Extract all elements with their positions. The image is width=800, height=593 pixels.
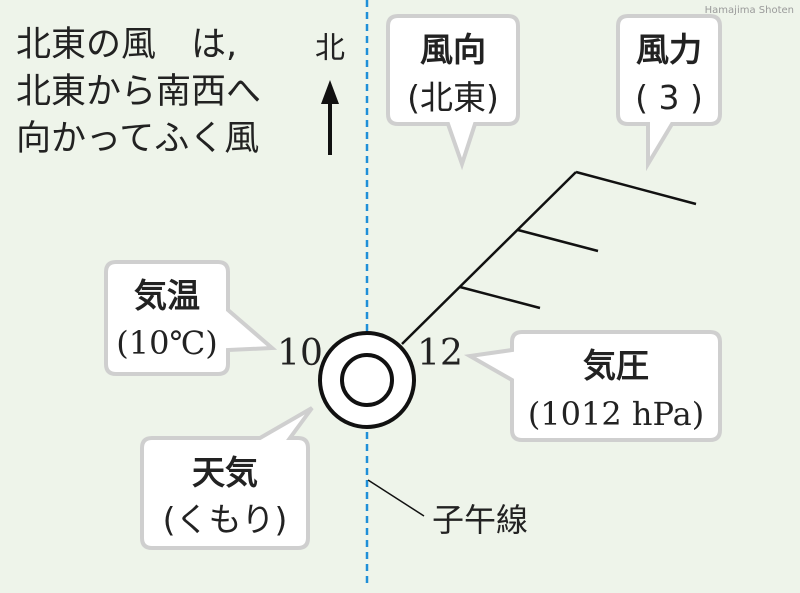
weather-title: 天気: [192, 453, 258, 492]
callout-wind-force: 風力 ( 3 ): [616, 14, 722, 172]
weather-station-symbol: [318, 331, 416, 429]
wind-direction-title: 風向: [420, 30, 486, 69]
callout-bubble: [140, 406, 314, 550]
callout-wind-direction: 風向 (北東): [386, 14, 520, 171]
callout-bubble: [104, 260, 278, 376]
north-label: 北: [315, 31, 345, 66]
cloudy-weather-icon: [340, 353, 394, 407]
wind-feather-1: [575, 170, 697, 206]
wind-shaft: [401, 171, 577, 345]
wind-force-value: ( 3 ): [635, 78, 703, 117]
note-line-2: 北東から南西へ: [16, 72, 261, 112]
wind-barb: [401, 170, 697, 345]
meridian-label: 子午線: [432, 501, 528, 539]
callout-pressure: 気圧 (1012 hPa): [463, 330, 722, 442]
pressure-value: (1012 hPa): [528, 395, 704, 433]
wind-feather-3: [459, 285, 541, 310]
callout-temperature: 気温 (10℃): [104, 260, 278, 376]
weather-value: (くもり): [163, 500, 288, 539]
credit-text: Hamajima Shoten: [705, 5, 794, 16]
callout-bubble: [463, 330, 722, 442]
note-line-1: 北東の風 は,: [16, 25, 237, 65]
note-line-3: 向かってふく風: [16, 119, 259, 159]
callout-bubble: [386, 14, 520, 171]
wind-direction-value: (北東): [407, 78, 499, 117]
callout-weather: 天気 (くもり): [140, 406, 314, 550]
north-arrow-head-icon: [321, 80, 339, 104]
station-pressure-value: 12: [417, 333, 463, 374]
wind-feather-2: [517, 228, 599, 253]
meridian-leader-line: [367, 479, 425, 517]
north-arrow: 北: [315, 31, 345, 155]
station-outer-circle: [318, 331, 416, 429]
temperature-title: 気温: [134, 276, 200, 315]
temperature-value: (10℃): [116, 324, 217, 362]
pressure-title: 気圧: [583, 346, 649, 385]
callout-bubble: [616, 14, 722, 172]
station-temperature-value: 10: [277, 333, 323, 374]
wind-direction-note: 北東の風 は, 北東から南西へ 向かってふく風: [16, 25, 261, 159]
wind-force-title: 風力: [636, 30, 702, 69]
